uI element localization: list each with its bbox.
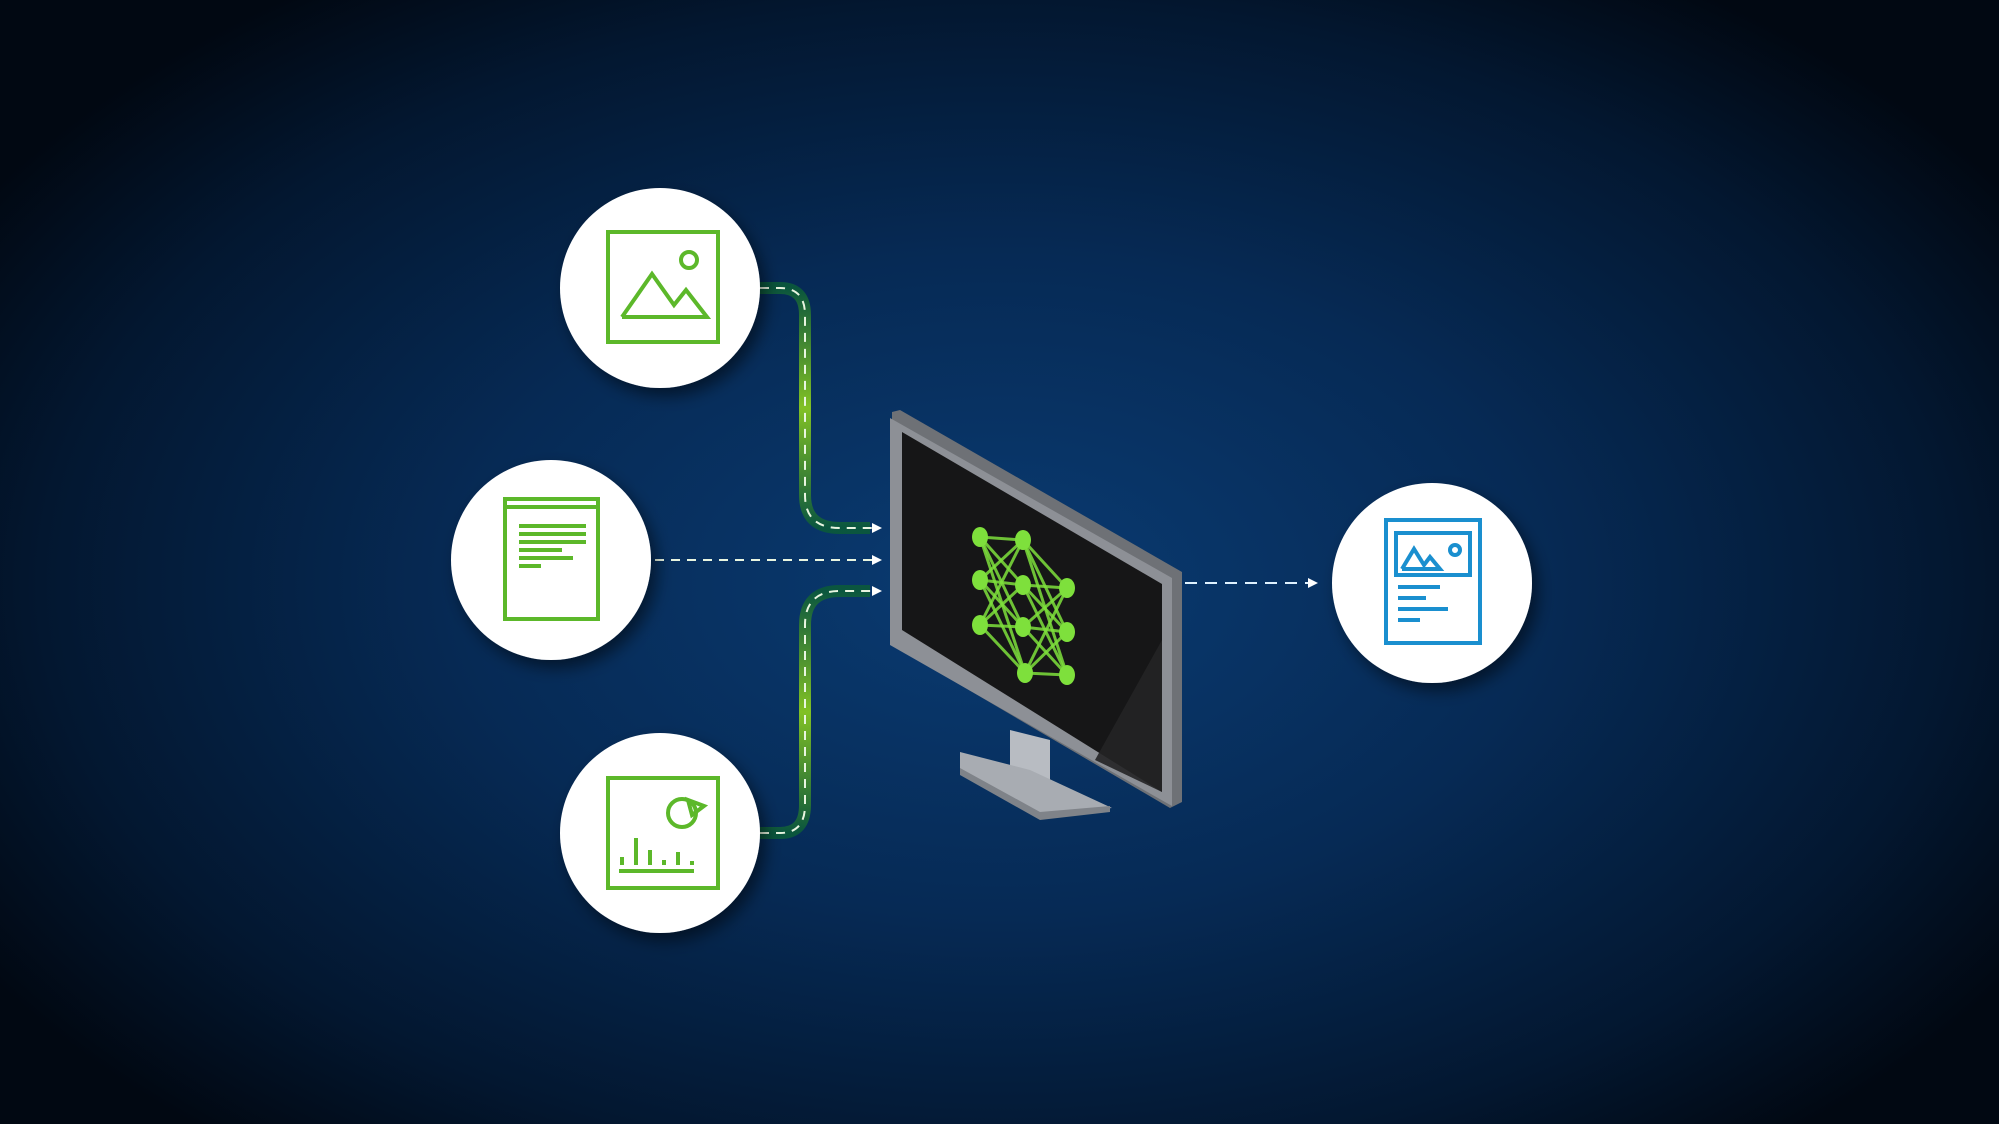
network-edge xyxy=(978,539,1025,626)
network-node xyxy=(972,527,988,547)
document-text-icon xyxy=(503,497,600,621)
network-edge xyxy=(978,623,1027,675)
image-icon xyxy=(606,230,720,344)
connector-middle xyxy=(655,554,882,566)
monitor-screen xyxy=(902,432,1162,792)
network-node xyxy=(1015,530,1031,550)
connector-output xyxy=(1183,578,1318,588)
arrowhead-icon xyxy=(872,555,882,565)
network-edge xyxy=(1021,538,1069,590)
chart-report-icon xyxy=(606,776,720,890)
output-document-node xyxy=(1332,483,1532,683)
network-node xyxy=(1017,663,1033,683)
network-node xyxy=(972,570,988,590)
document-image-icon xyxy=(1384,518,1482,645)
network-node xyxy=(1015,575,1031,595)
network-edge xyxy=(978,538,1025,582)
neural-network-icon xyxy=(972,527,1075,685)
input-chart-node xyxy=(560,733,760,933)
network-node xyxy=(1059,578,1075,598)
arrowhead-icon xyxy=(872,586,882,596)
input-document-node xyxy=(451,460,651,660)
network-node xyxy=(1015,617,1031,637)
arrowhead-icon xyxy=(1308,578,1318,588)
network-node xyxy=(1059,665,1075,685)
monitor xyxy=(890,410,1182,820)
arrowhead-icon xyxy=(872,523,882,533)
network-edge xyxy=(1023,587,1069,674)
connector-top xyxy=(760,282,882,534)
network-node xyxy=(1059,622,1075,642)
input-image-node xyxy=(560,188,760,388)
connector-bottom xyxy=(760,585,882,839)
network-edge xyxy=(978,583,1025,627)
network-edge xyxy=(1022,586,1068,629)
network-node xyxy=(972,615,988,635)
network-edge xyxy=(1023,630,1069,675)
network-edge xyxy=(1021,625,1069,677)
